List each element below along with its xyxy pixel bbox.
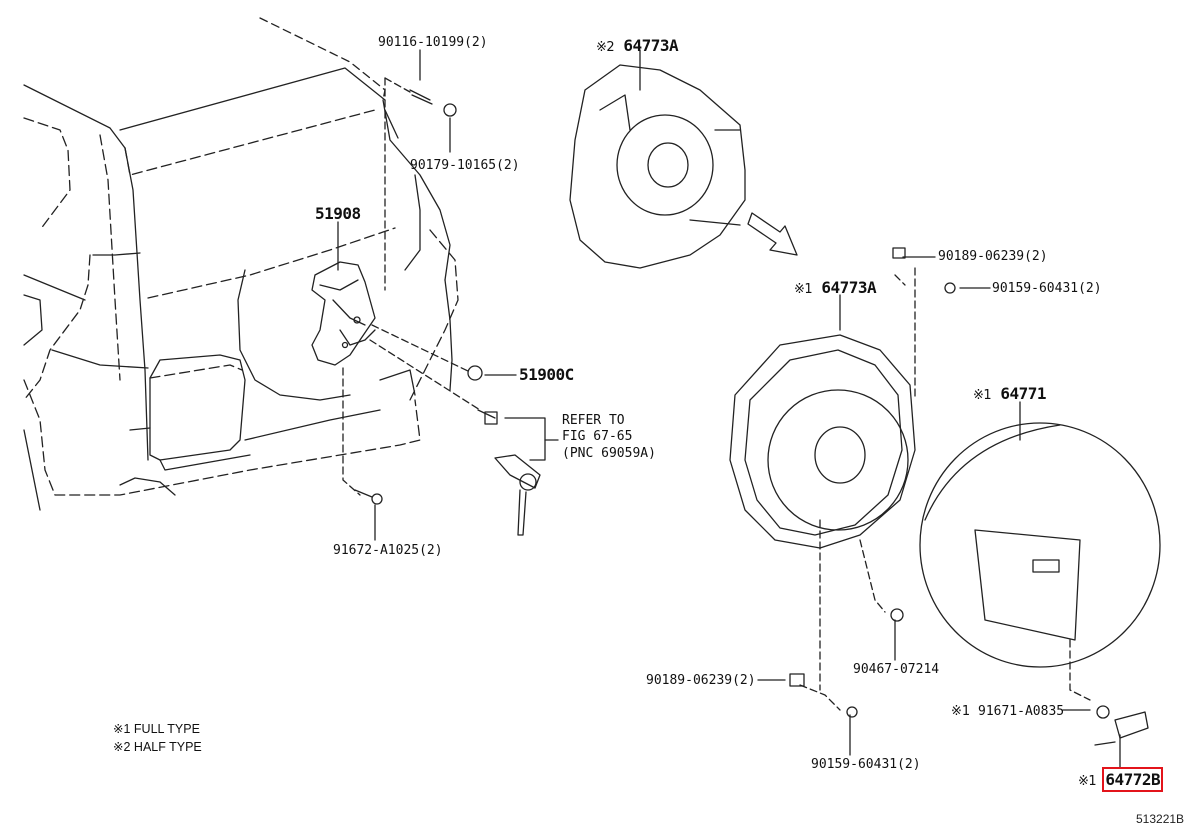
part-code: 91671-A0835 bbox=[978, 704, 1065, 719]
full-type-mark: ※1 bbox=[973, 388, 992, 403]
part-label-screw-bottom[interactable]: 90159-60431(2) bbox=[811, 757, 921, 772]
legend-text: FULL TYPE bbox=[133, 722, 200, 736]
legend-item-half-type: ※2 HALF TYPE bbox=[113, 741, 202, 754]
direction-arrow bbox=[747, 212, 798, 256]
refer-note-line2[interactable]: FIG 67-65 bbox=[562, 429, 633, 444]
leader-lines bbox=[337, 49, 1121, 769]
part-label-nut[interactable]: 90179-10165(2) bbox=[410, 158, 520, 173]
part-label-grommet[interactable]: 90467-07214 bbox=[853, 662, 940, 677]
legend-mark: ※2 bbox=[113, 740, 131, 754]
part-label-tire-cover[interactable]: ※1 64771 bbox=[973, 384, 1046, 403]
part-label-bolt-cover[interactable]: ※1 91671-A0835 bbox=[951, 705, 1064, 718]
part-label-lock-nut[interactable]: 51900C bbox=[519, 365, 574, 384]
highlighted-part-code: 64772B bbox=[1102, 767, 1164, 792]
part-label-clip-bottom[interactable]: 90189-06239(2) bbox=[646, 673, 756, 688]
legend-mark: ※1 bbox=[113, 722, 131, 736]
part-label-stud-bolt[interactable]: 90116-10199(2) bbox=[378, 35, 488, 50]
part-label-clip-top[interactable]: 90189-06239(2) bbox=[938, 249, 1048, 264]
part-label-cover-full[interactable]: ※1 64773A bbox=[794, 278, 877, 297]
full-type-mark: ※1 bbox=[1078, 774, 1097, 789]
spare-tire-cover-64771 bbox=[919, 422, 1161, 668]
legend-text: HALF TYPE bbox=[133, 740, 202, 754]
spare-cover-full-type bbox=[729, 334, 916, 549]
fasteners bbox=[354, 89, 1149, 746]
full-type-mark: ※1 bbox=[951, 704, 971, 719]
half-type-mark: ※2 bbox=[596, 40, 615, 55]
part-code: 64773A bbox=[821, 278, 877, 297]
vehicle-rear-body bbox=[23, 17, 459, 511]
part-label-carrier[interactable]: 51908 bbox=[315, 204, 361, 223]
spare-cover-half-type bbox=[569, 64, 746, 269]
part-label-screw-top[interactable]: 90159-60431(2) bbox=[992, 281, 1102, 296]
part-code: 64773A bbox=[623, 36, 679, 55]
part-code: 64771 bbox=[1000, 384, 1046, 403]
lock-key-assembly bbox=[494, 454, 541, 536]
carrier-bracket-51908 bbox=[311, 261, 376, 366]
refer-note-line1: REFER TO bbox=[562, 413, 625, 428]
figure-id: 513221B bbox=[1136, 812, 1185, 826]
part-label-emblem-cap[interactable]: ※1 64772B bbox=[1078, 767, 1164, 792]
part-label-bolt-bottom[interactable]: 91672-A1025(2) bbox=[333, 543, 443, 558]
part-label-cover-half[interactable]: ※2 64773A bbox=[596, 36, 679, 55]
refer-note-line3: (PNC 69059A) bbox=[562, 446, 656, 461]
full-type-mark: ※1 bbox=[794, 282, 813, 297]
legend-item-full-type: ※1 FULL TYPE bbox=[113, 723, 200, 736]
